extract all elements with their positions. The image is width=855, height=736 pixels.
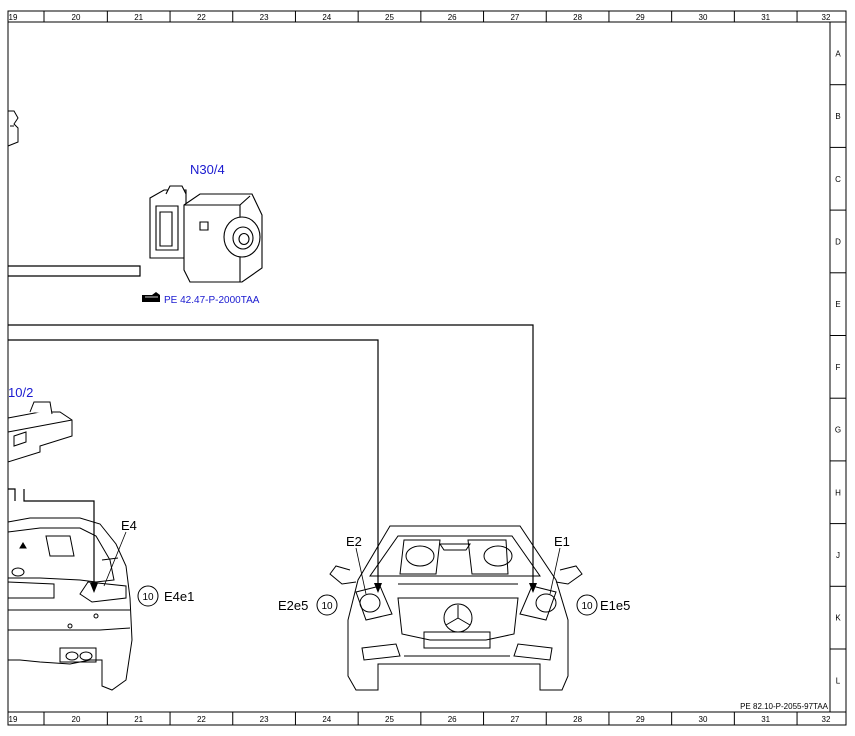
n30-4-label: N30/4 xyxy=(190,162,225,177)
column-label-32: 32 xyxy=(822,715,831,724)
e2-sub-label: E2e5 xyxy=(278,598,308,613)
wire-lines xyxy=(8,265,534,583)
e4-badge: 10 xyxy=(142,592,154,603)
column-label-22: 22 xyxy=(197,715,206,724)
n10-2-module-icon xyxy=(7,401,73,463)
column-label-30: 30 xyxy=(699,715,708,724)
e4-label: E4 xyxy=(121,518,137,533)
column-label-23: 23 xyxy=(260,13,269,22)
row-label-G: G xyxy=(835,426,841,435)
wire-to-e4 xyxy=(23,489,95,583)
column-label-21: 21 xyxy=(134,715,143,724)
e1-badge-circle xyxy=(576,594,598,616)
column-label-29: 29 xyxy=(636,715,645,724)
column-ruler-top: 19 20 21 22 23 24 25 26 27 28 29 30 31 32 xyxy=(9,11,831,22)
e4-badge-circle xyxy=(137,585,159,607)
row-label-F: F xyxy=(836,363,841,372)
column-label-27: 27 xyxy=(510,715,519,724)
front-car-icon xyxy=(329,525,583,691)
column-label-30: 30 xyxy=(699,13,708,22)
row-label-K: K xyxy=(835,614,841,623)
wire-to-e1 xyxy=(8,324,534,583)
e1-label: E1 xyxy=(554,534,570,549)
column-label-26: 26 xyxy=(448,715,457,724)
n30-4-module-icon xyxy=(149,185,263,283)
e2-badge: 10 xyxy=(321,601,333,612)
rear-car-icon xyxy=(7,517,133,691)
e1-sub-label: E1e5 xyxy=(600,598,630,613)
column-label-22: 22 xyxy=(197,13,206,22)
row-label-A: A xyxy=(835,49,841,58)
row-label-H: H xyxy=(835,488,841,497)
column-label-19: 19 xyxy=(9,715,18,724)
column-label-20: 20 xyxy=(72,715,81,724)
e4-sub-label: E4e1 xyxy=(164,589,194,604)
column-label-26: 26 xyxy=(448,13,457,22)
diagram-frame xyxy=(7,10,847,726)
n10-2-label: 10/2 xyxy=(8,385,33,400)
row-label-E: E xyxy=(835,300,840,309)
wire-to-e2 xyxy=(8,339,379,583)
column-label-31: 31 xyxy=(761,715,770,724)
e1-badge: 10 xyxy=(581,601,593,612)
column-ruler-bottom: 19 20 21 22 23 24 25 26 27 28 29 30 31 32 xyxy=(9,712,831,725)
column-label-28: 28 xyxy=(573,715,582,724)
column-label-31: 31 xyxy=(761,13,770,22)
column-label-25: 25 xyxy=(385,13,394,22)
column-label-29: 29 xyxy=(636,13,645,22)
e2-label: E2 xyxy=(346,534,362,549)
row-ruler-right: A B C D E F G H J K L xyxy=(830,49,846,685)
row-label-J: J xyxy=(836,551,840,560)
document-code: PE 82.10-P-2055-97TAA xyxy=(740,702,829,711)
column-label-25: 25 xyxy=(385,715,394,724)
reference-pointer-icon xyxy=(142,292,160,302)
column-label-24: 24 xyxy=(322,715,331,724)
column-label-32: 32 xyxy=(822,13,831,22)
row-label-B: B xyxy=(835,112,840,121)
column-label-20: 20 xyxy=(72,13,81,22)
partial-component-icon xyxy=(7,110,19,147)
column-label-24: 24 xyxy=(322,13,331,22)
row-label-L: L xyxy=(836,676,841,685)
column-label-27: 27 xyxy=(510,13,519,22)
column-label-21: 21 xyxy=(134,13,143,22)
row-label-C: C xyxy=(835,175,841,184)
column-label-28: 28 xyxy=(573,13,582,22)
column-label-23: 23 xyxy=(260,715,269,724)
n30-4-reference-link[interactable]: PE 42.47-P-2000TAA xyxy=(164,295,260,306)
e2-badge-circle xyxy=(316,594,338,616)
row-label-D: D xyxy=(835,237,841,246)
column-label-19: 19 xyxy=(9,13,18,22)
